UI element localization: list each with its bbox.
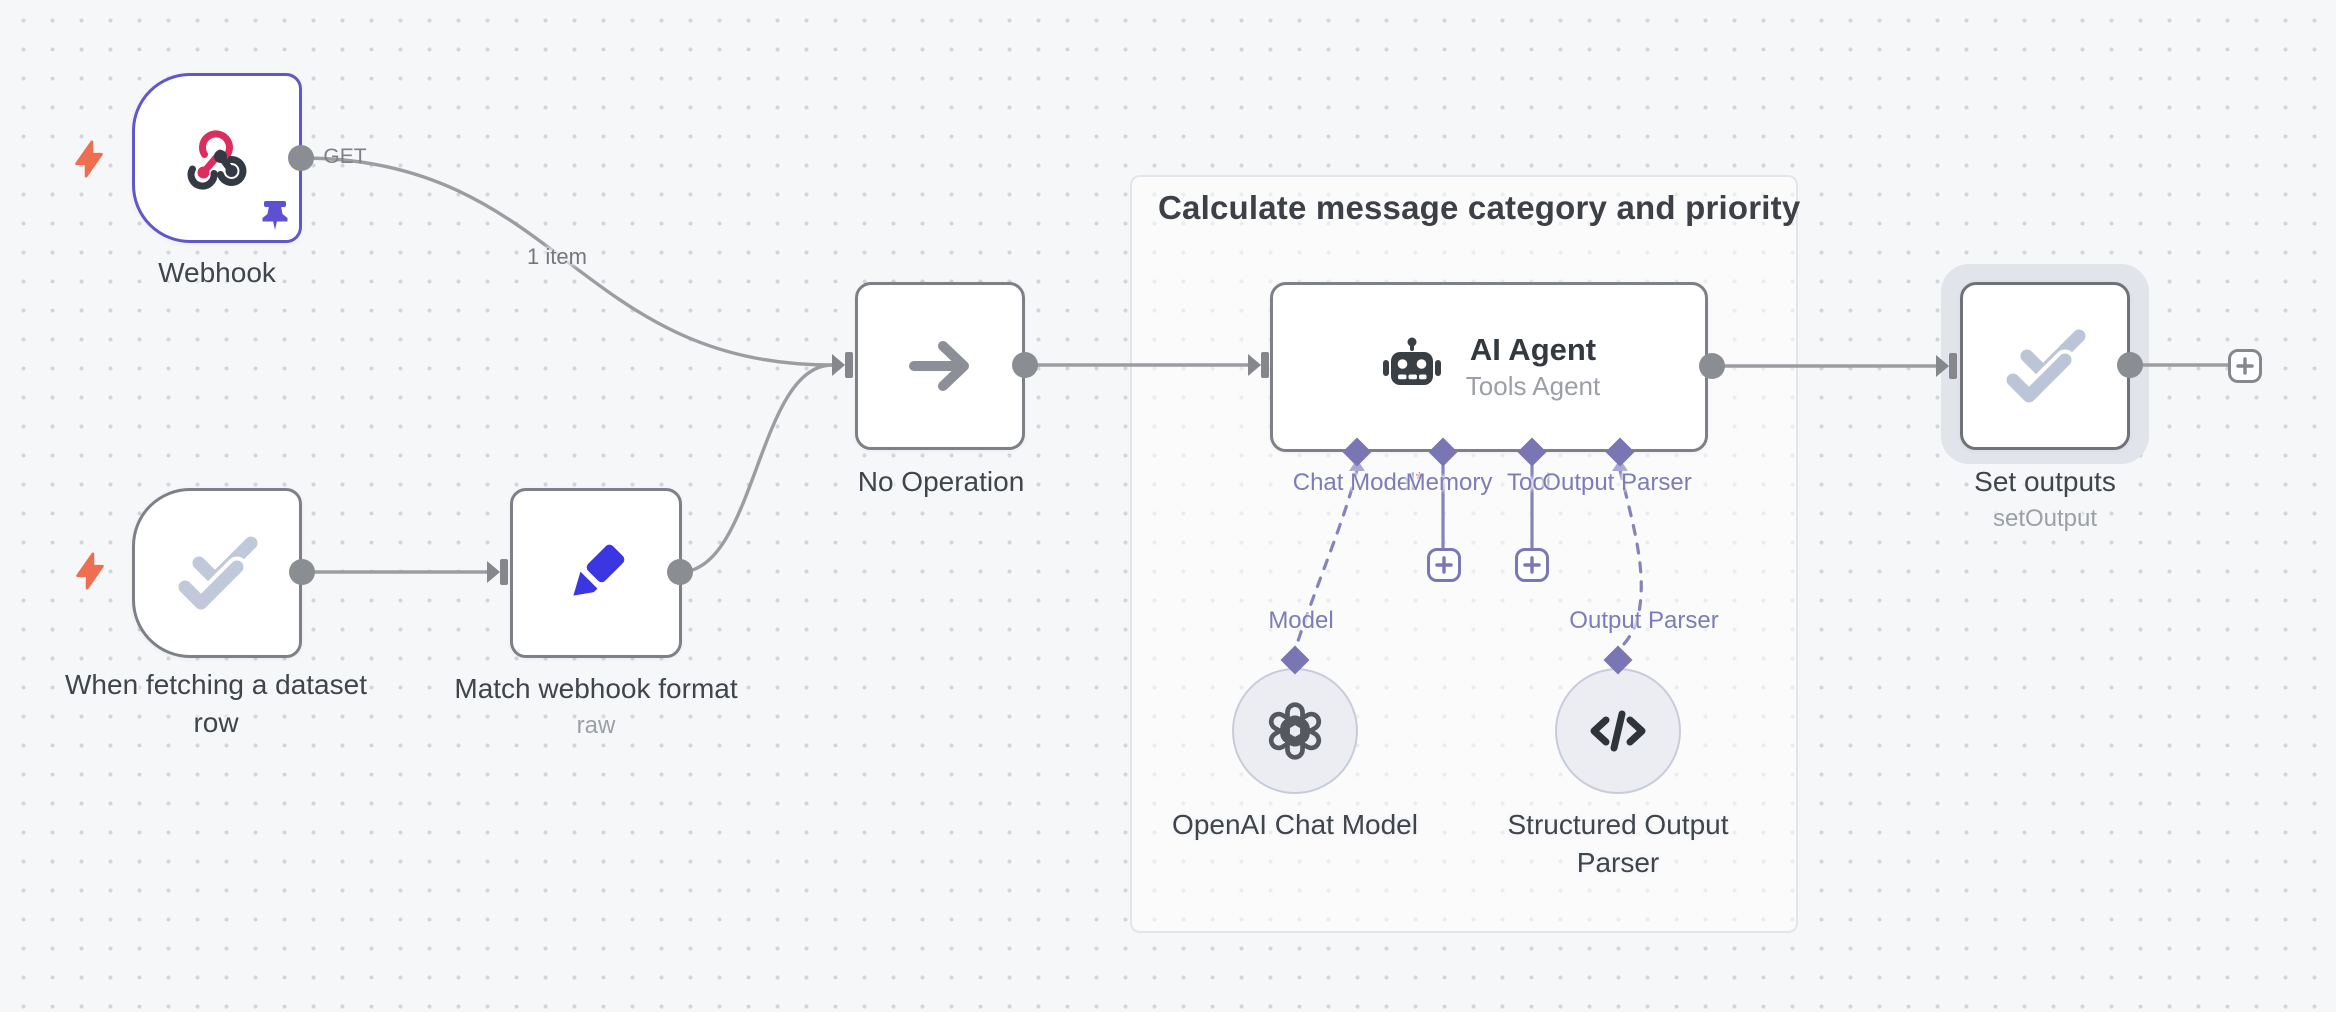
- output-port-ai-agent[interactable]: [1699, 353, 1725, 379]
- port-label-memory: Memory: [1405, 469, 1493, 496]
- ai-agent-subtitle: Tools Agent: [1465, 371, 1601, 401]
- sublabel-set-outputs: setOutput: [1992, 505, 2098, 532]
- subnode-structured-output-parser[interactable]: [1555, 668, 1681, 794]
- robot-icon: [1382, 337, 1441, 385]
- node-no-operation[interactable]: [855, 282, 1025, 450]
- arrow-right-icon: [909, 341, 969, 391]
- label-webhook[interactable]: Webhook: [158, 257, 276, 288]
- port-label-model: Model: [1268, 607, 1334, 634]
- add-tool-button[interactable]: [1515, 548, 1549, 582]
- port-chat-model-diamond[interactable]: [1342, 437, 1372, 467]
- label-openai-chat-model[interactable]: OpenAI Chat Model: [1172, 809, 1418, 840]
- label-match-webhook-format[interactable]: Match webhook format: [454, 673, 738, 704]
- items-count-label[interactable]: 1 item: [527, 244, 587, 269]
- required-asterisk: *: [1415, 469, 1424, 491]
- group-box-title[interactable]: Calculate message category and priority: [1158, 189, 1801, 226]
- double-check-icon: [174, 536, 258, 613]
- node-set-outputs[interactable]: [1960, 282, 2130, 450]
- openai-icon: [1268, 702, 1322, 760]
- webhook-method-label: GET: [323, 145, 367, 168]
- edge-chat-model-to-openai[interactable]: [1296, 468, 1359, 643]
- port-label-chat-model: Chat Model*: [1292, 469, 1424, 496]
- lightning-bolt-icon: [76, 552, 104, 590]
- sublabel-match-webhook-format: raw: [576, 712, 616, 739]
- node-dataset-row-trigger[interactable]: [132, 488, 302, 658]
- output-port-dataset-trigger[interactable]: [289, 559, 315, 585]
- label-set-outputs[interactable]: Set outputs: [1974, 466, 2116, 497]
- plus-icon: [2236, 357, 2254, 375]
- output-port-match-format[interactable]: [667, 559, 693, 585]
- port-structured-top-diamond[interactable]: [1603, 645, 1633, 675]
- double-check-icon: [2002, 329, 2086, 406]
- edge-output-parser-to-structured[interactable]: [1617, 468, 1643, 651]
- output-port-set-outputs[interactable]: [2117, 352, 2143, 378]
- label-dataset-row-trigger[interactable]: When fetching a dataset row: [65, 669, 367, 738]
- label-structured-output-parser[interactable]: Structured Output Parser: [1507, 809, 1729, 878]
- node-ai-agent[interactable]: AI Agent Tools Agent: [1270, 282, 1708, 452]
- pin-icon: [262, 201, 288, 230]
- port-openai-top-diamond[interactable]: [1280, 645, 1310, 675]
- node-webhook[interactable]: [132, 73, 302, 243]
- port-output-parser-diamond[interactable]: [1605, 437, 1635, 467]
- output-port-no-operation[interactable]: [1012, 352, 1038, 378]
- ai-agent-title: AI Agent: [1469, 332, 1597, 367]
- port-tool-diamond[interactable]: [1517, 437, 1547, 467]
- lightning-bolt-icon: [75, 140, 103, 178]
- add-next-node-button[interactable]: [2228, 349, 2262, 383]
- output-port-webhook[interactable]: [288, 145, 314, 171]
- label-no-operation[interactable]: No Operation: [857, 466, 1025, 497]
- port-memory-diamond[interactable]: [1428, 437, 1458, 467]
- port-label-sub-output-parser: Output Parser: [1569, 607, 1719, 634]
- edge-webhook-to-no-operation[interactable]: [300, 156, 833, 367]
- node-match-webhook-format[interactable]: [510, 488, 682, 658]
- code-icon: [1590, 710, 1646, 752]
- edge-match-format-to-no-operation[interactable]: [679, 363, 833, 574]
- subnode-openai-chat-model[interactable]: [1232, 668, 1358, 794]
- webhook-icon: [187, 130, 247, 190]
- port-label-tool: Tool: [1506, 469, 1552, 496]
- add-memory-button[interactable]: [1427, 548, 1461, 582]
- pencil-icon: [573, 544, 625, 596]
- plus-icon: [1435, 556, 1453, 574]
- port-label-output-parser: Output Parser: [1542, 469, 1692, 496]
- plus-icon: [1523, 556, 1541, 574]
